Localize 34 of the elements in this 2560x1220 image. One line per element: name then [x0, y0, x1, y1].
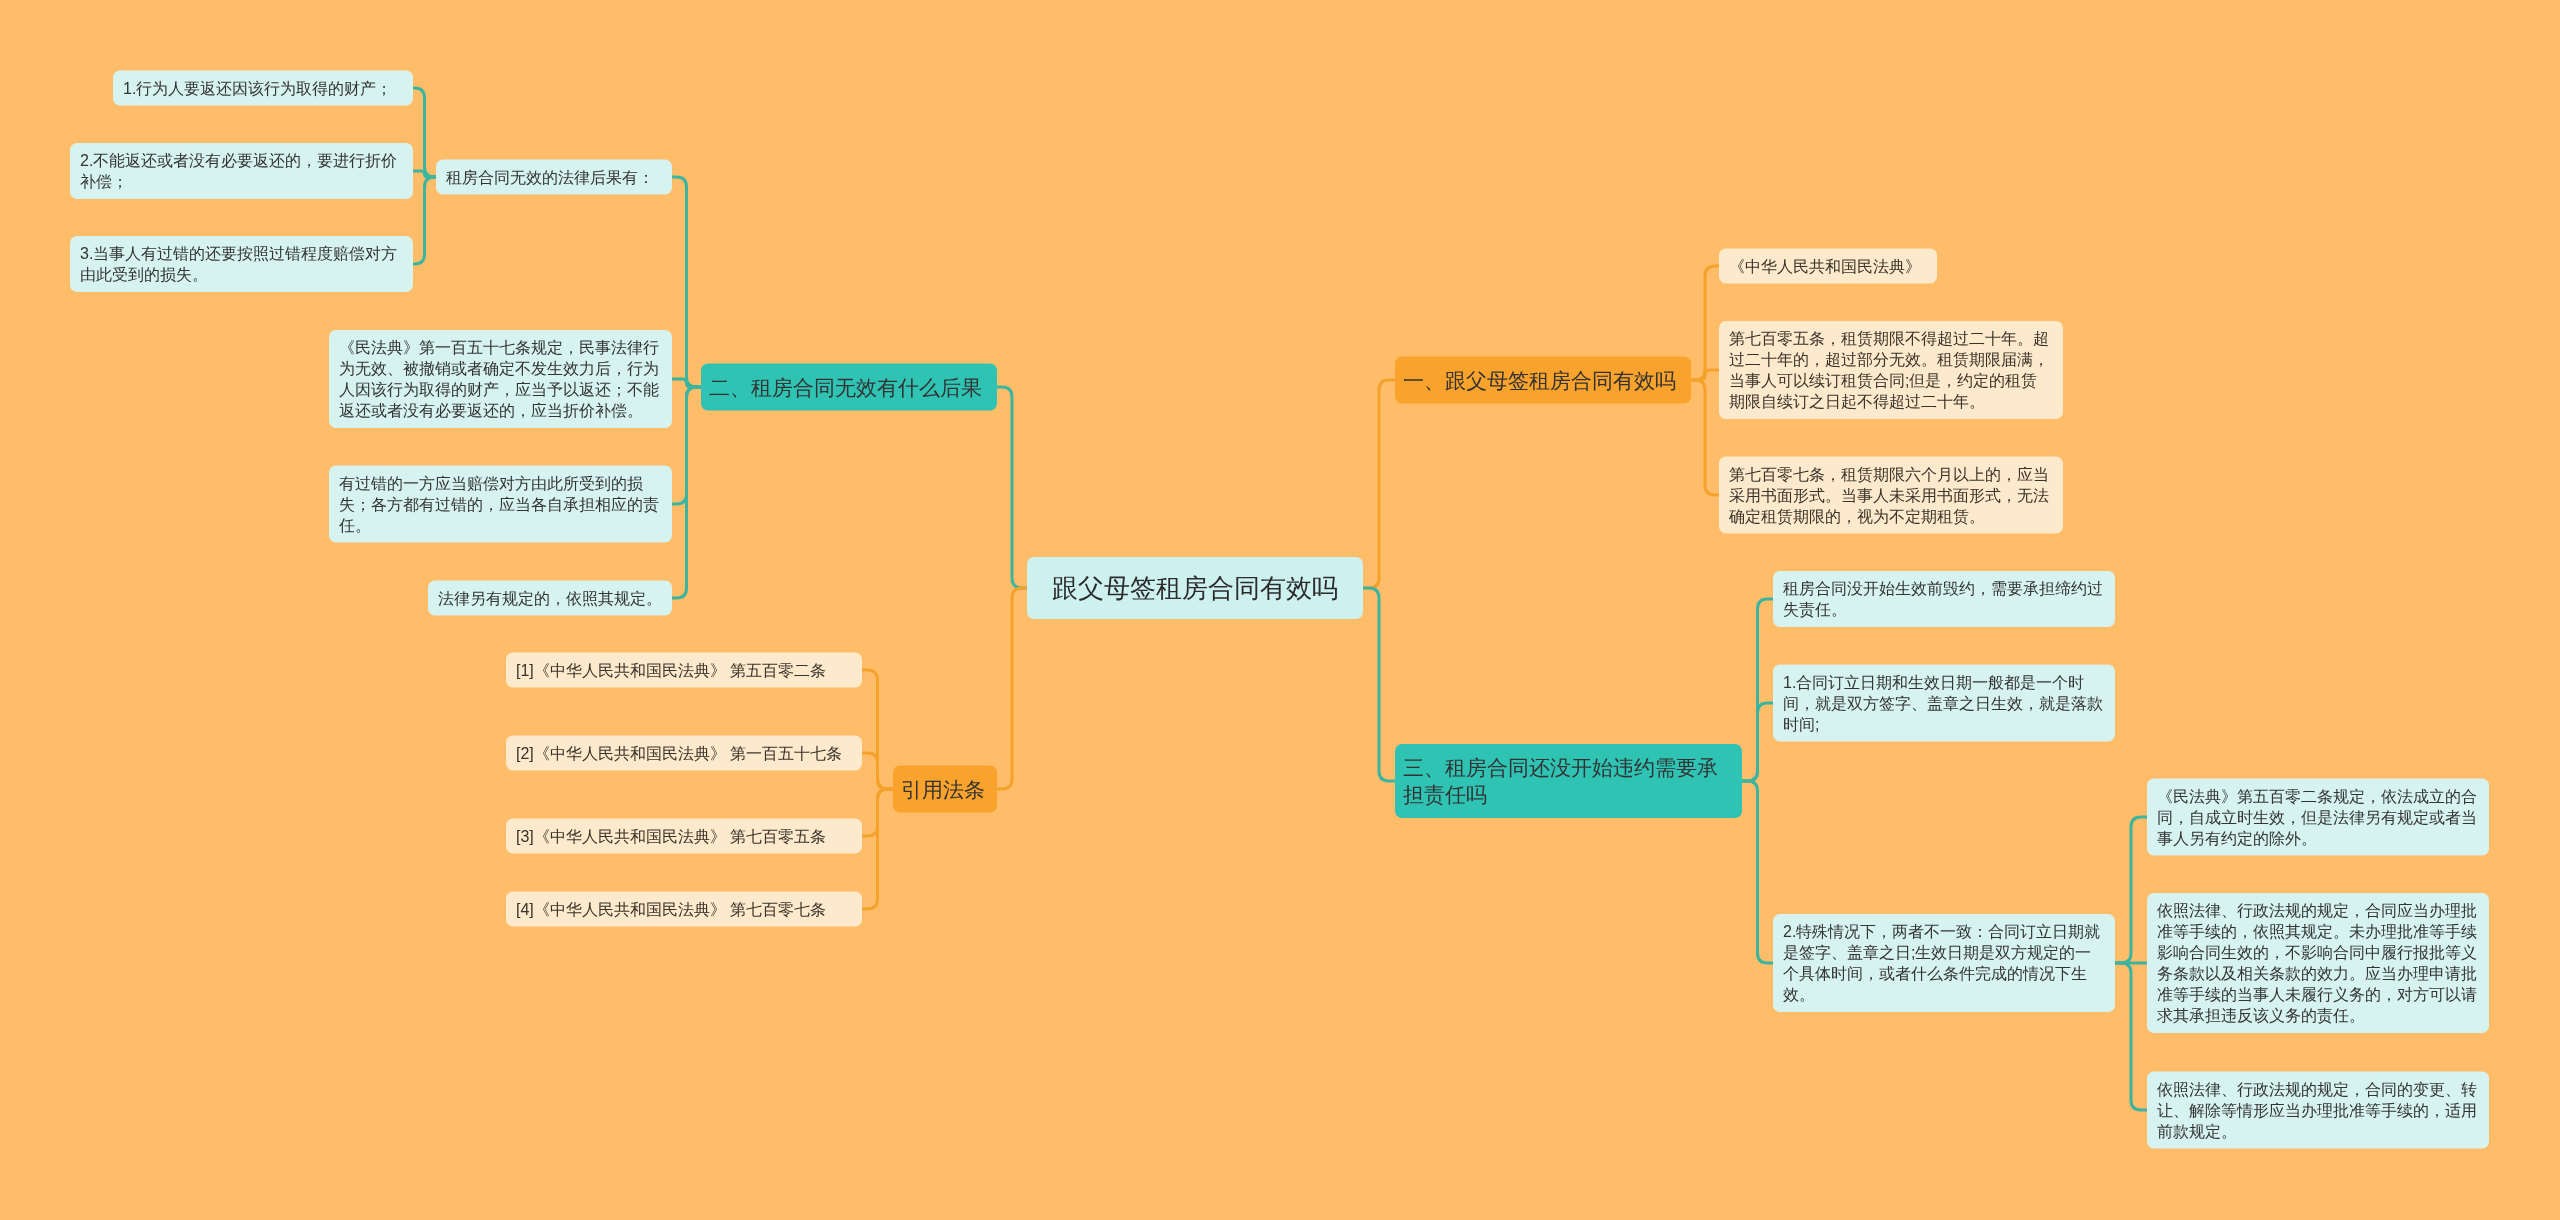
connector-line	[411, 86, 438, 179]
subtopic-note: 有过错的一方应当赔偿对方由此所受到的损失；各方都有过错的，应当各自承担相应的责任。	[329, 465, 672, 543]
subtopic-note: 2.不能返还或者没有必要返还的，要进行折价补偿；	[70, 143, 413, 199]
subtopic-note: 《民法典》第一百五十七条规定，民事法律行为无效、被撤销或者确定不发生效力后，行为人因该行为取得的财产，应当予以返还；不能返还或者没有必要返还的，应当折价补偿。	[329, 330, 672, 428]
connector-line	[670, 385, 703, 600]
subtopic-note: 依照法律、行政法规的规定，合同的变更、转让、解除等情形应当办理批准等手续的，适用前款规定。	[2147, 1071, 2489, 1149]
subtopic-note: 1.合同订立日期和生效日期一般都是一个时间，就是双方签字、盖章之日生效，就是落款时间;	[1773, 664, 2115, 742]
subtopic-note: [2]《中华人民共和国民法典》 第一百五十七条	[506, 735, 862, 771]
branch-topic: 一、跟父母签租房合同有效吗	[1395, 356, 1691, 404]
connector-line	[411, 175, 438, 266]
subtopic-note: 1.行为人要返还因该行为取得的财产；	[113, 70, 413, 106]
connector-line	[860, 787, 895, 911]
subtopic-note: 租房合同无效的法律后果有：	[436, 159, 672, 195]
connector-line	[1740, 779, 1775, 965]
subtopic-note: 3.当事人有过错的还要按照过错程度赔偿对方由此受到的损失。	[70, 236, 413, 292]
connector-line	[1361, 586, 1397, 783]
subtopic-note: [1]《中华人民共和国民法典》 第五百零二条	[506, 652, 862, 688]
subtopic-note: [3]《中华人民共和国民法典》 第七百零五条	[506, 818, 862, 854]
branch-topic: 引用法条	[893, 765, 997, 813]
connector-line	[1689, 378, 1721, 497]
subtopic-note: 《中华人民共和国民法典》	[1719, 248, 1937, 284]
branch-topic: 二、租房合同无效有什么后果	[701, 363, 997, 411]
subtopic-note: 第七百零五条，租赁期限不得超过二十年。超过二十年的，超过部分无效。租赁期限届满，当事人可以续订租赁合同;但是，约定的租赁期限自续订之日起不得超过二十年。	[1719, 321, 2063, 419]
subtopic-note: 《民法典》第五百零二条规定，依法成立的合同，自成立时生效，但是法律另有规定或者当事人另有约定的除外。	[2147, 778, 2489, 856]
branch-topic: 三、租房合同还没开始违约需要承担责任吗	[1395, 744, 1742, 818]
subtopic-note: 租房合同没开始生效前毁约，需要承担缔约过失责任。	[1773, 571, 2115, 627]
subtopic-note: 第七百零七条，租赁期限六个月以上的，应当采用书面形式。当事人未采用书面形式，无法确定租赁期限的，视为不定期租赁。	[1719, 456, 2063, 534]
connector-line	[2113, 961, 2149, 1112]
subtopic-note: 法律另有规定的，依照其规定。	[428, 580, 672, 616]
connector-line	[995, 586, 1029, 791]
central-topic: 跟父母签租房合同有效吗	[1027, 557, 1363, 619]
subtopic-note: 2.特殊情况下，两者不一致：合同订立日期就是签字、盖章之日;生效日期是双方规定的一个具体时间，或者什么条件完成的情况下生效。	[1773, 914, 2115, 1012]
subtopic-note: [4]《中华人民共和国民法典》 第七百零七条	[506, 891, 862, 927]
subtopic-note: 依照法律、行政法规的规定，合同应当办理批准等手续的，依照其规定。未办理批准等手续影响合同生效的，不影响合同中履行报批等义务条款以及相关条款的效力。应当办理申请批准等手续的当事人未履行义务的，对方可以请求其承担违反该义务的责任。	[2147, 893, 2489, 1033]
